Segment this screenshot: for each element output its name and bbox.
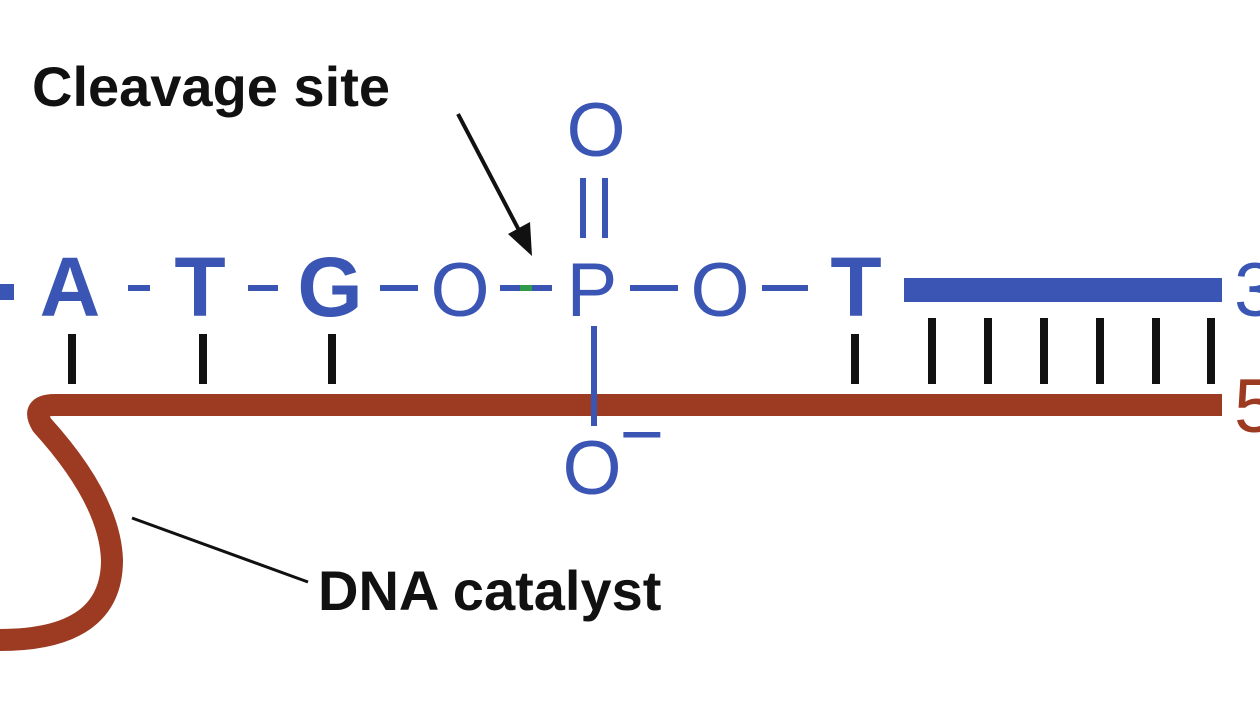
- base-t: T: [174, 240, 225, 334]
- cleavage-site-arrow-line: [456, 113, 524, 237]
- negative-charge: −: [620, 392, 664, 477]
- cleavage-site-arrowhead: [508, 222, 532, 256]
- backbone-oxygen-right: O: [690, 248, 749, 333]
- double-bonded-oxygen: O: [566, 88, 625, 173]
- base-a: A: [40, 240, 101, 334]
- charged-oxygen: O: [562, 426, 621, 511]
- dna-catalyst-strand: [0, 394, 1222, 651]
- dna-catalyst-leader-line: [131, 516, 309, 584]
- substrate-duplex-bar: [904, 278, 1222, 302]
- base-g: G: [297, 240, 362, 334]
- catalyst-5-prime-end: 5: [1234, 364, 1260, 449]
- substrate-3-prime-end: 3: [1234, 248, 1260, 333]
- dna-catalyst-label: DNA catalyst: [318, 559, 661, 622]
- phosphorus: P: [567, 248, 618, 333]
- substrate-left-dash: [0, 284, 14, 300]
- cleavage-site-label: Cleavage site: [32, 55, 390, 118]
- base-t-right: T: [830, 240, 881, 334]
- base-pair-ticks: [68, 318, 1215, 384]
- backbone-oxygen-left: O: [430, 248, 489, 333]
